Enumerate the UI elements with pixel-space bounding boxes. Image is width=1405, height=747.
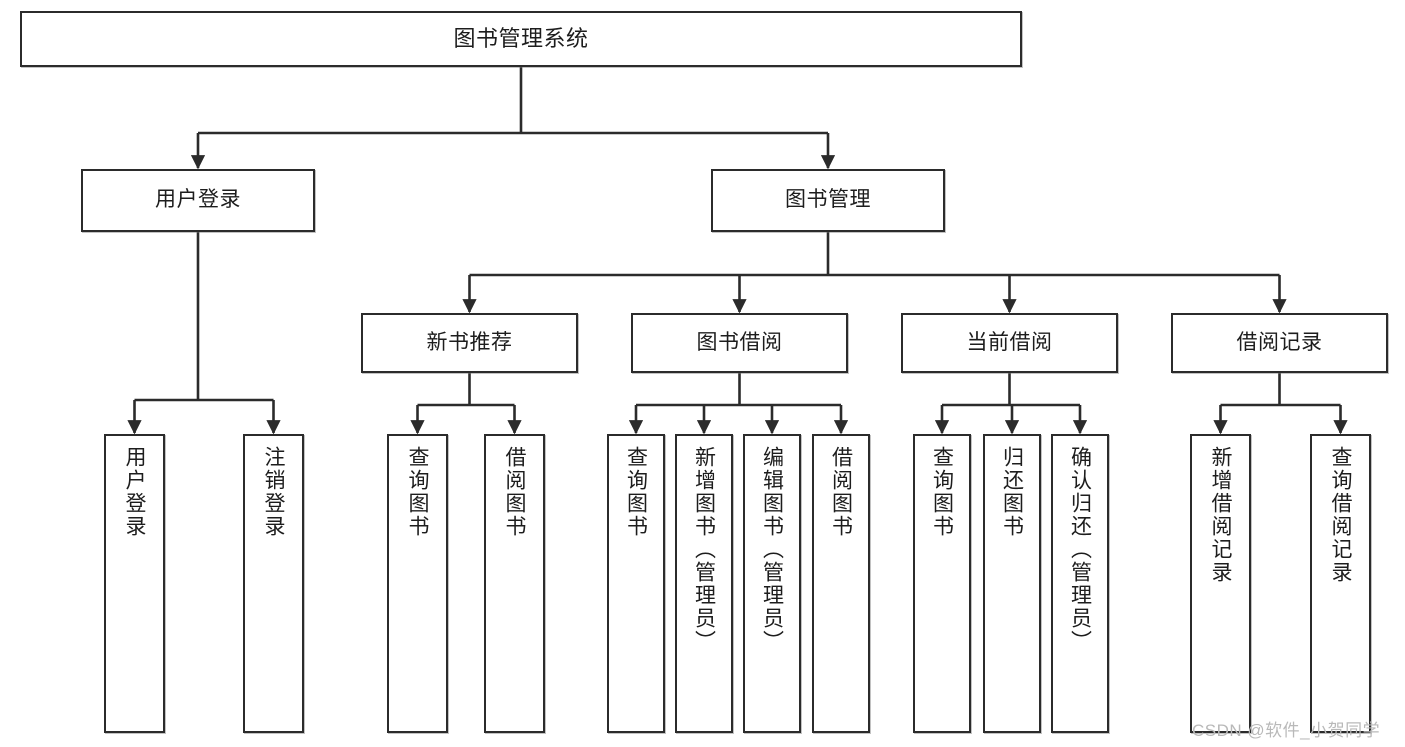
node-label: 用户登录 (123, 446, 146, 538)
node-leaf-borrow-book-2[interactable]: 借阅图书 (812, 434, 870, 733)
node-label: 查询图书 (406, 446, 429, 538)
node-label: 查询图书 (624, 446, 648, 538)
node-label: 新书推荐 (426, 330, 513, 354)
node-label: 新增图书（管理员） (692, 446, 716, 653)
node-label: 注销登录 (262, 446, 285, 538)
node-label: 归还图书 (1000, 446, 1024, 538)
node-leaf-return-book[interactable]: 归还图书 (983, 434, 1041, 733)
node-label: 图书管理 (785, 188, 871, 212)
node-label: 借阅记录 (1236, 330, 1323, 354)
node-book-borrow[interactable]: 图书借阅 (631, 313, 848, 373)
node-leaf-user-login[interactable]: 用户登录 (104, 434, 165, 733)
csdn-watermark: CSDN @软件_小贺同学 (1192, 721, 1381, 740)
node-leaf-edit-book[interactable]: 编辑图书（管理员） (743, 434, 801, 733)
node-leaf-user-logout[interactable]: 注销登录 (243, 434, 304, 733)
node-label: 借阅图书 (829, 446, 853, 538)
node-label: 查询图书 (930, 446, 954, 538)
node-label: 当前借阅 (966, 330, 1053, 354)
node-label: 查询借阅记录 (1329, 446, 1352, 584)
node-book-manage[interactable]: 图书管理 (711, 169, 945, 232)
node-label: 用户登录 (155, 188, 241, 212)
node-label: 新增借阅记录 (1209, 446, 1232, 584)
node-leaf-add-book[interactable]: 新增图书（管理员） (675, 434, 733, 733)
node-leaf-add-record[interactable]: 新增借阅记录 (1190, 434, 1251, 733)
node-current-borrow[interactable]: 当前借阅 (901, 313, 1118, 373)
node-label: 编辑图书（管理员） (760, 446, 784, 653)
node-new-book-recommend[interactable]: 新书推荐 (361, 313, 578, 373)
node-label: 借阅图书 (503, 446, 526, 538)
node-label: 确认归还（管理员） (1068, 446, 1092, 653)
node-leaf-query-book-3[interactable]: 查询图书 (913, 434, 971, 733)
node-leaf-borrow-book-1[interactable]: 借阅图书 (484, 434, 545, 733)
node-leaf-query-book-2[interactable]: 查询图书 (607, 434, 665, 733)
node-user-login[interactable]: 用户登录 (81, 169, 315, 232)
node-label: 图书管理系统 (453, 26, 589, 52)
node-label: 图书借阅 (696, 330, 783, 354)
node-leaf-confirm-return[interactable]: 确认归还（管理员） (1051, 434, 1109, 733)
node-leaf-query-book-1[interactable]: 查询图书 (387, 434, 448, 733)
node-borrow-record[interactable]: 借阅记录 (1171, 313, 1388, 373)
node-leaf-query-record[interactable]: 查询借阅记录 (1310, 434, 1371, 733)
node-root[interactable]: 图书管理系统 (20, 11, 1022, 67)
